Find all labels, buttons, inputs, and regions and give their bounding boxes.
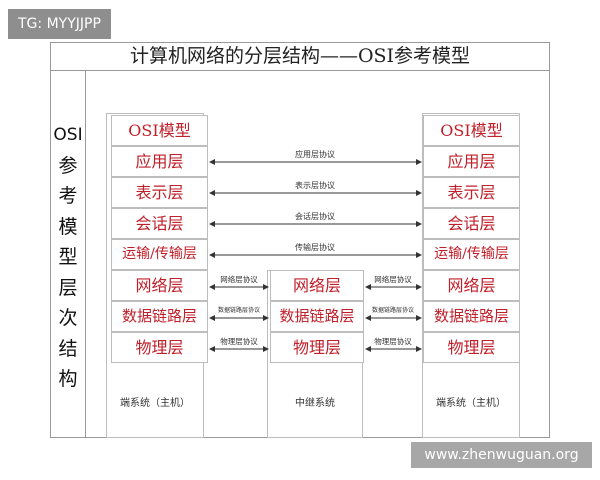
relay-system-label: 中继系统: [295, 398, 335, 409]
side-label-char: 结: [58, 337, 78, 360]
side-label-char: 构: [58, 368, 78, 390]
channel-tag: TG: MYYJJPP: [8, 9, 111, 39]
right-layer-network: 网络层: [423, 270, 520, 301]
protocol-label-physical-left: 物理层协议: [220, 337, 258, 346]
right-layer-session: 会话层: [423, 208, 520, 239]
right-layer-application: 应用层: [423, 146, 520, 177]
protocol-label-network-right: 网络层协议: [374, 275, 412, 284]
side-label-char: 考: [58, 185, 78, 207]
right-layer-datalink: 数据链路层: [423, 301, 520, 332]
left-layer-presentation: 表示层: [111, 177, 208, 208]
left-layer-osi: OSI模型: [111, 115, 208, 146]
protocol-label-session: 会话层协议: [295, 212, 335, 221]
right-layer-physical: 物理层: [423, 332, 520, 363]
side-label-char: 型: [58, 246, 78, 268]
protocol-label-datalink-left: 数据链路层协议: [217, 307, 260, 314]
side-label-char: OSI: [53, 125, 83, 145]
relay-layer-physical: 物理层: [270, 332, 364, 363]
relay-layer-datalink: 数据链路层: [270, 301, 364, 332]
left-layer-datalink: 数据链路层: [111, 301, 208, 332]
protocol-label-application: 应用层协议: [295, 150, 335, 159]
side-divider: [85, 70, 86, 438]
relay-layer-network: 网络层: [270, 270, 364, 301]
side-label-char: 模: [58, 215, 78, 238]
side-label: OSI 参 考 模 型 层 次 结 构: [50, 120, 86, 395]
right-layer-transport: 运输/传输层: [423, 239, 520, 270]
site-watermark: www.zhenwuguan.org: [411, 442, 592, 468]
protocol-label-presentation: 表示层协议: [295, 181, 335, 190]
diagram-title: 计算机网络的分层结构——OSI参考模型: [129, 45, 471, 67]
side-label-char: 次: [58, 307, 78, 329]
left-layer-application: 应用层: [111, 146, 208, 177]
left-layer-network: 网络层: [111, 270, 208, 301]
protocol-label-datalink-right: 数据链路层协议: [371, 307, 414, 314]
protocol-label-network-left: 网络层协议: [220, 275, 258, 284]
protocol-label-transport: 传输层协议: [295, 243, 335, 252]
left-layer-physical: 物理层: [111, 332, 208, 363]
title-divider: [50, 70, 550, 71]
right-layer-osi: OSI模型: [423, 115, 520, 146]
protocol-label-physical-right: 物理层协议: [374, 337, 412, 346]
left-layer-transport: 运输/传输层: [111, 239, 208, 270]
left-end-system-label: 端系统（主机）: [120, 398, 190, 409]
right-layer-presentation: 表示层: [423, 177, 520, 208]
left-layer-session: 会话层: [111, 208, 208, 239]
right-end-system-label: 端系统（主机）: [436, 398, 506, 409]
side-label-char: 层: [58, 276, 78, 299]
side-label-char: 参: [58, 154, 78, 177]
